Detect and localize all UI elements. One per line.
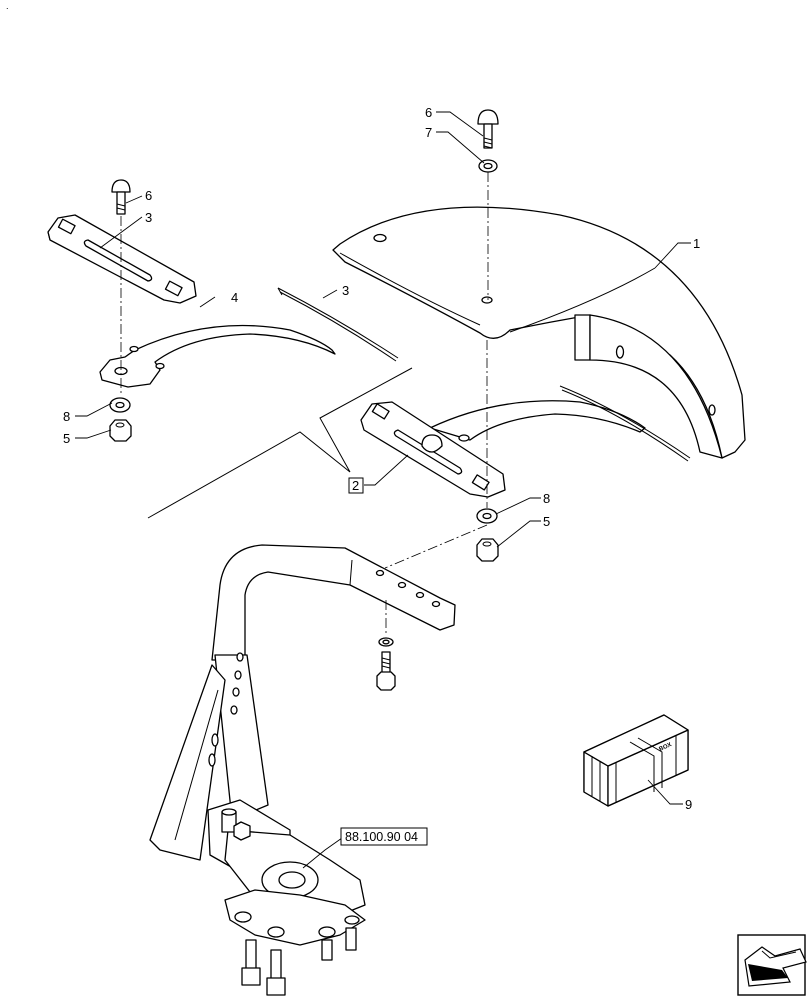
callout-3-left: 3 bbox=[145, 210, 152, 225]
callout-6-top: 6 bbox=[425, 105, 432, 120]
rubber-strip-middle bbox=[277, 287, 399, 362]
reference-label[interactable]: 88.100.90 04 bbox=[345, 830, 418, 844]
callout-2: 2 bbox=[352, 478, 359, 493]
support-frame bbox=[149, 544, 456, 861]
crate-kit: BOX bbox=[583, 714, 689, 807]
washer-left bbox=[109, 397, 131, 413]
callout-labels: 1 6 7 6 3 4 3 8 5 8 5 9 2 bbox=[63, 105, 700, 812]
washer-right bbox=[476, 508, 498, 524]
hex-bolt-small bbox=[376, 637, 396, 691]
reference-link[interactable]: 88.100.90 04 bbox=[340, 827, 428, 846]
assembly-axis-lines bbox=[120, 172, 489, 634]
callout-6-left: 6 bbox=[145, 188, 152, 203]
nut-right bbox=[476, 538, 499, 562]
callout-8-right: 8 bbox=[543, 491, 550, 506]
callout-7: 7 bbox=[425, 125, 432, 140]
callout-1: 1 bbox=[693, 236, 700, 251]
corner-mark: . bbox=[6, 1, 9, 11]
callout-4: 4 bbox=[231, 290, 238, 305]
callout-5-left: 5 bbox=[63, 431, 70, 446]
callout-9: 9 bbox=[685, 797, 692, 812]
washer-top bbox=[478, 159, 498, 173]
callout-5-right: 5 bbox=[543, 514, 550, 529]
assembled-strap-right bbox=[360, 385, 691, 498]
callout-3-middle: 3 bbox=[342, 283, 349, 298]
callout-8-left: 8 bbox=[63, 409, 70, 424]
crate-marking: BOX bbox=[658, 742, 672, 753]
mounting-strap-left bbox=[47, 214, 197, 304]
carriage-bolt-left bbox=[111, 179, 131, 215]
reference-box[interactable] bbox=[340, 827, 428, 846]
fender bbox=[332, 206, 746, 459]
leader-lines bbox=[75, 111, 691, 869]
mount-base bbox=[207, 799, 366, 996]
next-page-arrow-icon[interactable] bbox=[737, 934, 807, 996]
callout-2-box bbox=[348, 477, 364, 494]
clamp-bracket-left bbox=[99, 324, 336, 388]
carriage-bolt-top bbox=[477, 109, 499, 149]
nut-left bbox=[109, 419, 132, 442]
assembly-divider bbox=[147, 367, 413, 519]
